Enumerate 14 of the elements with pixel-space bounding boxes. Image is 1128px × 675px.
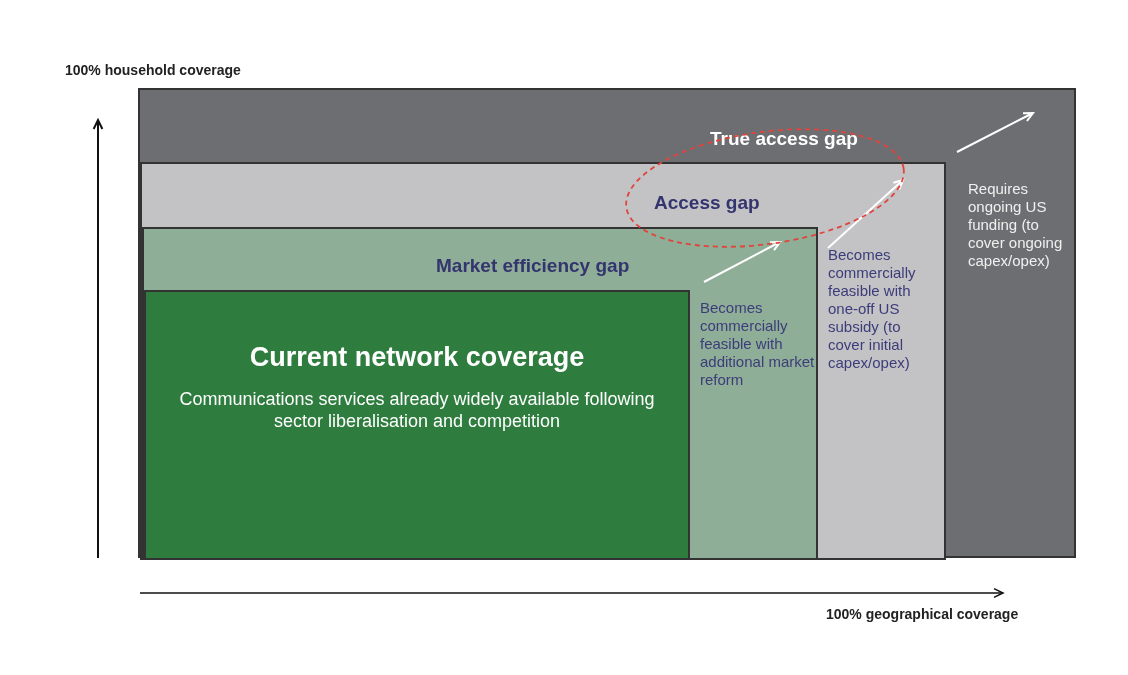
gap-area — [140, 162, 946, 560]
coverage-area — [144, 290, 690, 560]
area-title: Current network coverage — [248, 342, 586, 373]
gap-area — [138, 88, 1076, 558]
area-title: Access gap — [654, 192, 761, 214]
gap-area — [142, 227, 818, 560]
area-description: Becomes commercially feasible with one-off US subsidy (to cover initial capex/opex) — [828, 246, 917, 372]
area-description: Becomes commercially feasible with additional market reform — [700, 299, 816, 389]
area-title: True access gap — [710, 128, 859, 150]
area-title: Market efficiency gap — [436, 255, 631, 277]
area-description: Communications services already widely available following sector liberalisation and competition — [178, 388, 656, 432]
axis-label: 100% geographical coverage — [826, 606, 1019, 622]
area-description: Requires ongoing US funding (to cover ongoing capex/opex) — [968, 180, 1064, 270]
axis-label: 100% household coverage — [65, 62, 241, 78]
